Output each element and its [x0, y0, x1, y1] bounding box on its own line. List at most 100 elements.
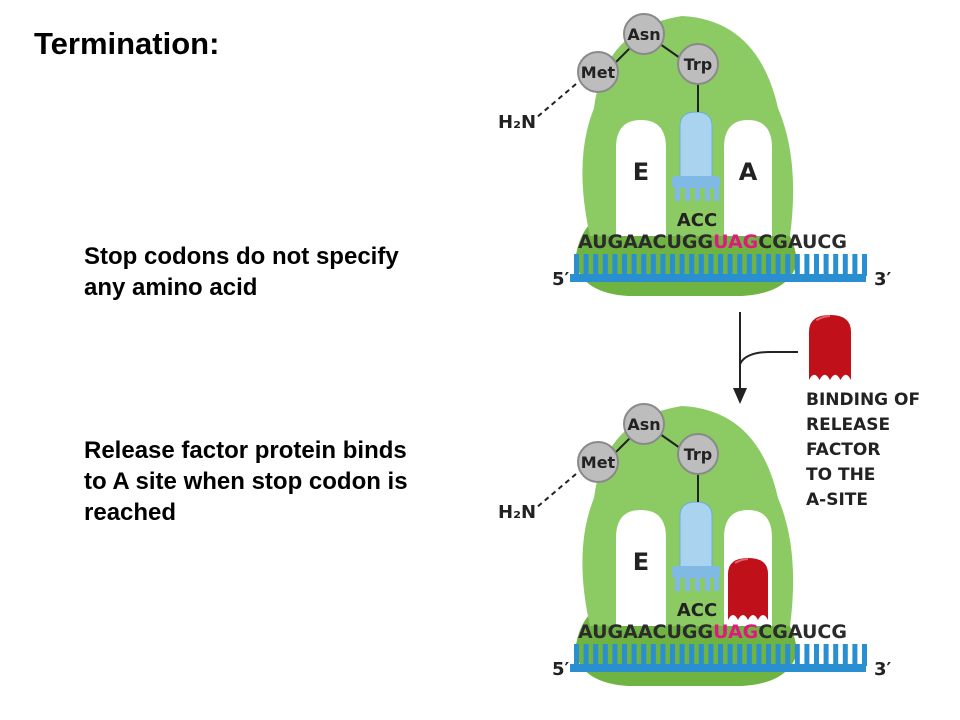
- mrna-nucleotide: [756, 644, 762, 666]
- mrna-nucleotide: [775, 644, 781, 666]
- mrna-nucleotide: [814, 644, 819, 666]
- label-asn: Asn: [627, 415, 660, 434]
- mrna-nucleotide: [574, 644, 579, 666]
- mrna-nucleotide: [698, 254, 704, 276]
- mrna-nucleotide: [775, 254, 781, 276]
- stop-codon-text: Stop codons do not specify any amino aci…: [84, 243, 399, 301]
- mrna-nucleotide: [794, 254, 800, 276]
- step-label: BINDING OF RELEASE FACTOR TO THE A-SITE: [806, 390, 920, 510]
- transition-arrow: [733, 312, 798, 404]
- mrna-nucleotide: [842, 254, 848, 276]
- anticodon: ACC: [677, 600, 717, 621]
- mrna-nucleotide: [727, 254, 733, 276]
- mrna-nucleotide: [708, 254, 714, 276]
- label-met: Met: [581, 453, 616, 472]
- ribosome-after: Met Asn Trp H₂N E ACC AUGAACUGGUAGCGAUCG…: [498, 403, 892, 686]
- five-prime-label: 5′: [552, 269, 570, 290]
- n-terminus-label: H₂N: [498, 502, 536, 523]
- five-prime-label: 5′: [552, 659, 570, 680]
- mrna-nucleotide: [583, 254, 589, 276]
- n-terminus-label: H₂N: [498, 112, 536, 133]
- mrna-nucleotide: [756, 254, 762, 276]
- svg-text:BINDING OF: BINDING OF: [806, 390, 920, 410]
- mrna-nucleotide: [862, 644, 867, 666]
- mrna-strand-bottom: [574, 644, 867, 666]
- ribosome-before: Met Asn Trp H₂N E A ACC AUGAACUGGUAGCGAU…: [498, 13, 892, 296]
- mrna-nucleotide: [660, 644, 666, 666]
- mrna-nucleotide: [852, 254, 858, 276]
- mrna-nucleotide: [718, 254, 723, 276]
- label-trp: Trp: [684, 445, 713, 464]
- mrna-strand-top: [574, 254, 867, 276]
- mrna-nucleotide: [862, 254, 867, 276]
- trna-p-site: [672, 111, 720, 201]
- mrna-nucleotide: [804, 254, 810, 276]
- mrna-nucleotide: [737, 644, 743, 666]
- mrna-nucleotide: [650, 644, 656, 666]
- e-site-label: E: [633, 548, 649, 576]
- three-prime-label: 3′: [874, 659, 892, 680]
- mrna-nucleotide: [612, 254, 618, 276]
- e-site: [616, 120, 666, 236]
- label-met: Met: [581, 63, 616, 82]
- mrna-nucleotide: [679, 644, 685, 666]
- three-prime-label: 3′: [874, 269, 892, 290]
- svg-text:FACTOR: FACTOR: [806, 440, 880, 460]
- amino-acid-asn: [623, 403, 665, 445]
- mrna-nucleotide: [593, 644, 599, 666]
- a-site-label: A: [739, 158, 758, 186]
- mrna-nucleotide: [833, 644, 839, 666]
- mrna-sequence: AUGAACUGGUAGCGAUCG: [578, 621, 847, 643]
- mrna-nucleotide: [612, 644, 618, 666]
- amino-acid-trp: [677, 43, 719, 85]
- amino-acid-met: [577, 51, 619, 93]
- mrna-nucleotide: [689, 644, 695, 666]
- mrna-nucleotide: [660, 254, 666, 276]
- amino-acid-asn: [623, 13, 665, 55]
- svg-text:A-SITE: A-SITE: [806, 490, 868, 510]
- release-factor-text: Release factor protein binds to A site w…: [84, 437, 408, 526]
- svg-text:RELEASE: RELEASE: [806, 415, 890, 435]
- release-factor-bound: [728, 556, 768, 622]
- amino-acid-trp: [677, 433, 719, 475]
- mrna-nucleotide: [593, 254, 599, 276]
- mrna-nucleotide: [698, 644, 704, 666]
- mrna-nucleotide: [679, 254, 685, 276]
- mrna-nucleotide: [583, 644, 589, 666]
- mrna-nucleotide: [814, 254, 819, 276]
- mrna-nucleotide: [823, 254, 829, 276]
- svg-text:TO THE: TO THE: [806, 465, 875, 485]
- stop-codon: UAG: [713, 231, 758, 253]
- mrna-nucleotide: [602, 644, 608, 666]
- anticodon: ACC: [677, 210, 717, 231]
- mrna-nucleotide: [650, 254, 656, 276]
- mrna-nucleotide: [766, 254, 771, 276]
- mrna-sequence: AUGAACUGGUAGCGAUCG: [578, 231, 847, 253]
- mrna-nucleotide: [602, 254, 608, 276]
- trna-p-site: [672, 501, 720, 591]
- mrna-nucleotide: [574, 254, 579, 276]
- mrna-nucleotide: [785, 254, 791, 276]
- release-factor-icon: [809, 313, 851, 382]
- mrna-nucleotide: [670, 644, 675, 666]
- mrna-nucleotide: [641, 644, 647, 666]
- amino-acid-met: [577, 441, 619, 483]
- mrna-nucleotide: [631, 644, 637, 666]
- mrna-nucleotide: [622, 644, 627, 666]
- stop-codon: UAG: [713, 621, 758, 643]
- slide-title: Termination:: [34, 26, 220, 61]
- mrna-nucleotide: [746, 254, 752, 276]
- mrna-nucleotide: [622, 254, 627, 276]
- mrna-nucleotide: [689, 254, 695, 276]
- label-asn: Asn: [627, 25, 660, 44]
- a-site: [724, 120, 772, 236]
- mrna-nucleotide: [718, 644, 723, 666]
- mrna-nucleotide: [833, 254, 839, 276]
- mrna-nucleotide: [842, 644, 848, 666]
- e-site-label: E: [633, 158, 649, 186]
- mrna-nucleotide: [737, 254, 743, 276]
- mrna-nucleotide: [785, 644, 791, 666]
- mrna-nucleotide: [670, 254, 675, 276]
- mrna-nucleotide: [708, 644, 714, 666]
